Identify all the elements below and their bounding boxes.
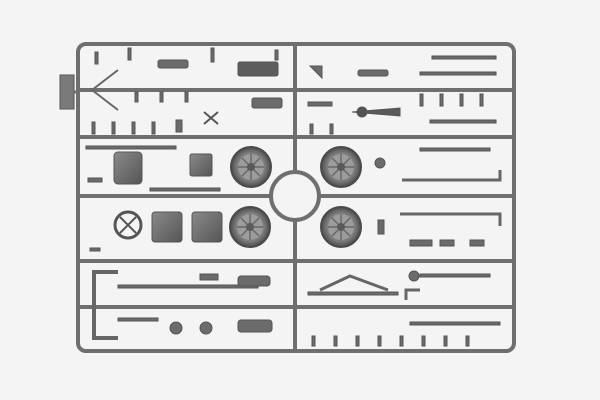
parts-lower-left bbox=[89, 210, 223, 252]
parts-middle-right bbox=[374, 147, 502, 247]
parts-top-right bbox=[307, 55, 497, 135]
wheel-top-left bbox=[230, 146, 272, 188]
parts-top-left bbox=[91, 47, 283, 135]
parts-bottom-left bbox=[92, 270, 273, 340]
parts-middle-left bbox=[85, 145, 221, 192]
frame-tag bbox=[59, 74, 78, 110]
wheel-bottom-right bbox=[320, 206, 362, 248]
wheel-top-right bbox=[320, 146, 362, 188]
parts-bottom-right bbox=[307, 270, 501, 347]
sprue-frame bbox=[76, 42, 516, 353]
wheel-bottom-left bbox=[229, 206, 271, 248]
center-ring bbox=[269, 170, 321, 222]
